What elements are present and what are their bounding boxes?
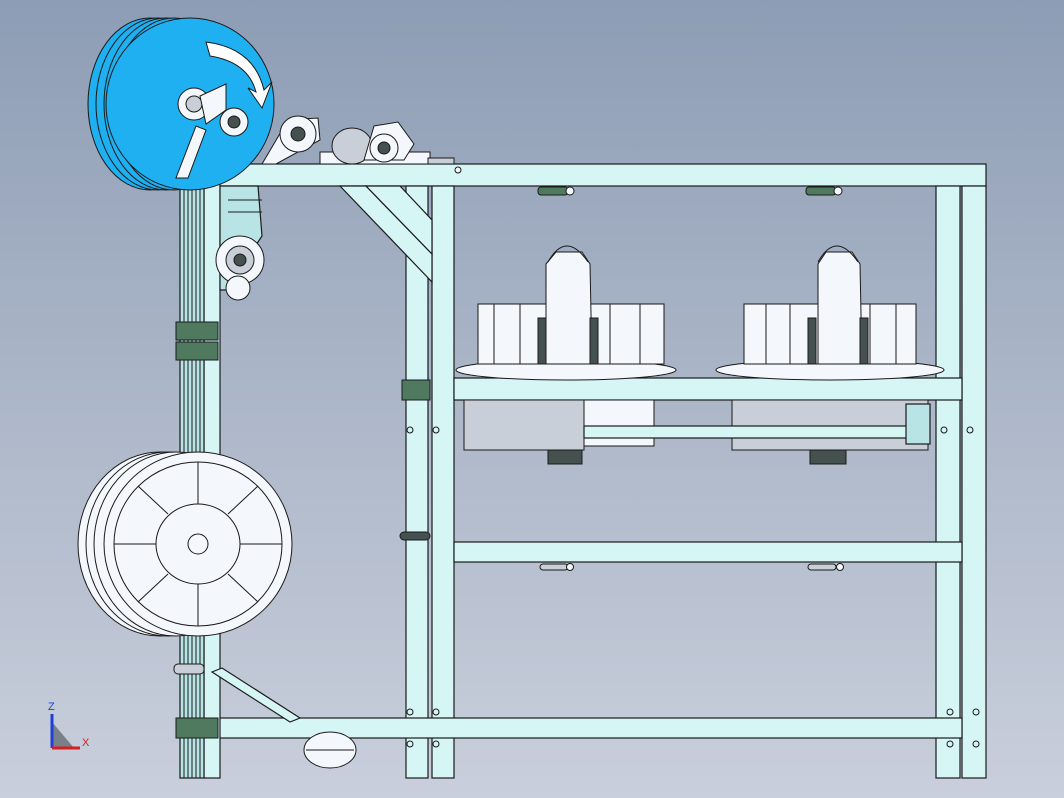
top-rail	[217, 163, 987, 187]
axis-plane-icon	[52, 722, 74, 748]
bundle-clamp-1	[175, 321, 219, 341]
middle-pillar-back	[431, 185, 455, 779]
clamp-middle	[399, 531, 431, 541]
shaft-bracket	[905, 403, 931, 445]
gearbox-right	[731, 399, 929, 451]
right-pillar-front	[935, 185, 961, 779]
drive-nut-left	[547, 449, 583, 465]
rotation-arrow-icon	[205, 41, 273, 110]
braider-head-left	[455, 245, 677, 465]
bolt-holes	[406, 426, 980, 748]
braider-head-right	[715, 245, 945, 465]
bundle-clamp-3	[175, 717, 219, 739]
main-frame	[203, 83, 987, 779]
x-axis-label: X	[82, 737, 90, 749]
middle-shelf	[453, 541, 963, 563]
caster-wheel	[303, 731, 357, 769]
spool-hub	[187, 533, 209, 555]
rail-pins	[537, 186, 844, 571]
diagonal-brace-2	[364, 185, 433, 256]
tension-rollers	[261, 115, 462, 174]
supply-spool	[77, 451, 293, 637]
connecting-shaft	[583, 425, 925, 439]
bottom-diagonal	[210, 667, 302, 723]
upper-shelf	[453, 377, 963, 401]
middle-pillar-front	[405, 185, 429, 779]
gearbox-left	[463, 399, 585, 451]
take-up-reel	[87, 17, 275, 191]
right-pillar-back	[961, 185, 987, 779]
bundle-pin	[173, 663, 205, 675]
belt-drive	[215, 185, 265, 301]
clamp-upper	[401, 379, 431, 401]
axis-triad: Z X	[48, 701, 90, 750]
roller-bracket	[427, 157, 455, 165]
bundle-clamp-2	[175, 341, 219, 361]
z-axis-label: Z	[48, 701, 55, 713]
spool-spokes	[114, 462, 282, 626]
drive-nut-right	[809, 449, 847, 465]
